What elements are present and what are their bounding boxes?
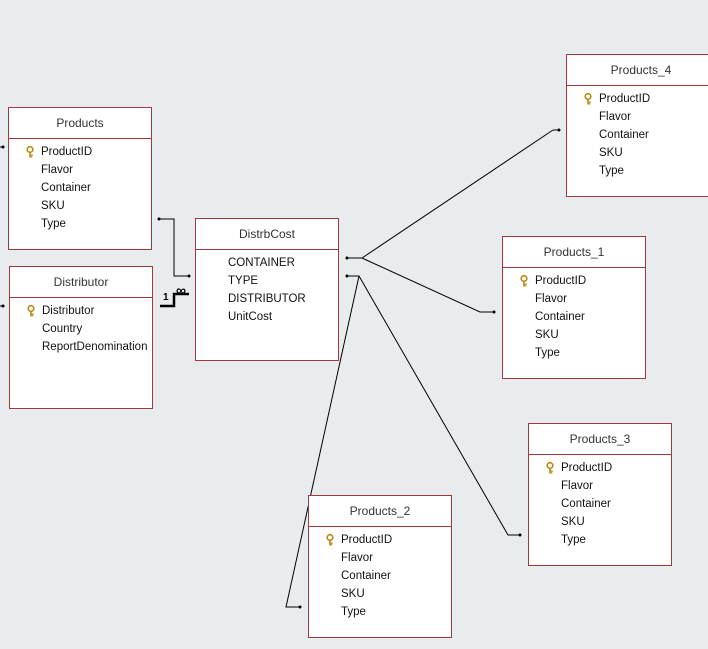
field-row[interactable]: Container (503, 308, 645, 326)
primary-key-icon (25, 145, 35, 158)
field-name: SKU (535, 329, 559, 341)
field-name: ReportDenomination (42, 341, 148, 353)
table-title[interactable]: Distributor (10, 267, 152, 298)
field-name: ProductID (41, 146, 93, 158)
field-name: Flavor (535, 293, 567, 305)
field-name: Container (535, 311, 585, 323)
field-row[interactable]: ProductID (567, 90, 708, 108)
field-name: ProductID (341, 534, 393, 546)
field-row[interactable]: UnitCost (196, 308, 338, 326)
field-row[interactable]: Type (567, 162, 708, 180)
field-row[interactable]: Country (10, 320, 152, 338)
field-row[interactable]: SKU (567, 144, 708, 162)
primary-key-icon (325, 533, 335, 546)
field-name: SKU (599, 147, 623, 159)
field-row[interactable]: DISTRIBUTOR (196, 290, 338, 308)
field-name: Type (341, 606, 366, 618)
field-name: Distributor (42, 305, 95, 317)
field-name: SKU (341, 588, 365, 600)
field-name: Container (341, 570, 391, 582)
field-row[interactable]: Container (309, 567, 451, 585)
field-row[interactable]: ProductID (529, 459, 671, 477)
primary-key-icon (583, 92, 593, 105)
field-row[interactable]: Type (503, 344, 645, 362)
field-row[interactable]: SKU (309, 585, 451, 603)
field-row[interactable]: TYPE (196, 272, 338, 290)
field-name: Container (561, 498, 611, 510)
table-title[interactable]: Products_4 (567, 55, 708, 86)
field-row[interactable]: Type (309, 603, 451, 621)
field-list: CONTAINER TYPE DISTRIBUTOR UnitCost (196, 250, 338, 326)
table-title[interactable]: Products (9, 108, 151, 139)
field-row[interactable]: Container (9, 179, 151, 197)
field-row[interactable]: Flavor (309, 549, 451, 567)
relationship-many-label: ∞ (176, 282, 186, 298)
field-row[interactable]: Flavor (503, 290, 645, 308)
table-title[interactable]: Products_1 (503, 237, 645, 268)
field-name: Container (599, 129, 649, 141)
field-row[interactable]: Container (567, 126, 708, 144)
field-name: SKU (561, 516, 585, 528)
field-row[interactable]: SKU (9, 197, 151, 215)
field-name: Flavor (561, 480, 593, 492)
field-name: ProductID (561, 462, 613, 474)
table-title[interactable]: DistrbCost (196, 219, 338, 250)
field-row[interactable]: Type (529, 531, 671, 549)
field-row[interactable]: ProductID (309, 531, 451, 549)
field-row[interactable]: Flavor (567, 108, 708, 126)
field-row[interactable]: ProductID (9, 143, 151, 161)
field-row[interactable]: Flavor (529, 477, 671, 495)
relationship-one-label: 1 (163, 292, 169, 303)
table-title[interactable]: Products_2 (309, 496, 451, 527)
field-row[interactable]: CONTAINER (196, 254, 338, 272)
field-name: UnitCost (228, 311, 273, 323)
primary-key-icon (545, 461, 555, 474)
field-row[interactable]: Container (529, 495, 671, 513)
field-row[interactable]: Type (9, 215, 151, 233)
field-name: Type (41, 218, 66, 230)
field-row[interactable]: Flavor (9, 161, 151, 179)
field-row[interactable]: SKU (503, 326, 645, 344)
primary-key-icon (26, 304, 36, 317)
field-name: CONTAINER (228, 257, 295, 269)
field-row[interactable]: ProductID (503, 272, 645, 290)
field-name: Flavor (341, 552, 373, 564)
field-name: Type (535, 347, 560, 359)
primary-key-icon (519, 274, 529, 287)
field-name: ProductID (599, 93, 651, 105)
field-row[interactable]: ReportDenomination (10, 338, 152, 356)
field-name: Flavor (599, 111, 631, 123)
field-name: Type (599, 165, 624, 177)
field-name: DISTRIBUTOR (228, 293, 306, 305)
field-name: Container (41, 182, 91, 194)
field-row[interactable]: SKU (529, 513, 671, 531)
field-name: SKU (41, 200, 65, 212)
table-title[interactable]: Products_3 (529, 424, 671, 455)
field-row[interactable]: Distributor (10, 302, 152, 320)
field-name: Type (561, 534, 586, 546)
field-name: ProductID (535, 275, 587, 287)
field-name: TYPE (228, 275, 259, 287)
field-name: Country (42, 323, 83, 335)
field-name: Flavor (41, 164, 73, 176)
